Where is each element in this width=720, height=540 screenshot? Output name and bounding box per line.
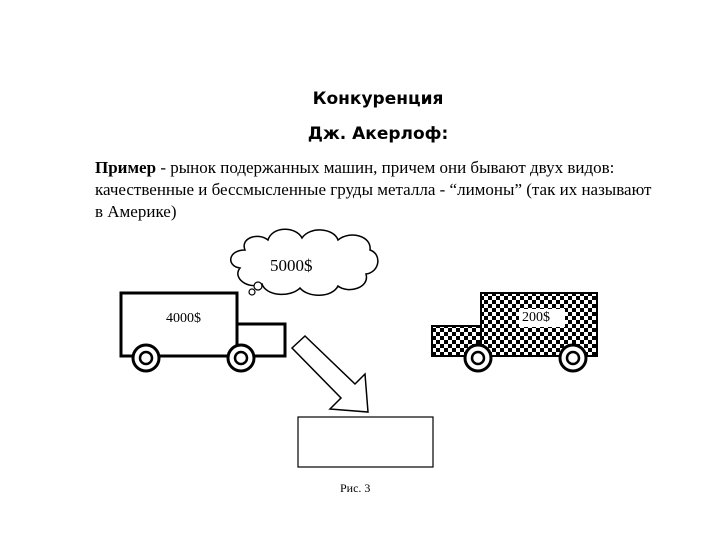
result-box xyxy=(297,416,434,468)
cloud-price-label: 5000$ xyxy=(270,256,313,275)
lemon-price-backdrop xyxy=(519,309,565,327)
good-truck-front-wheel xyxy=(226,343,256,373)
slide-title: Конкуренция xyxy=(312,89,444,109)
good-truck xyxy=(119,291,287,373)
lemon-truck-front-wheel xyxy=(463,343,493,373)
lemon-car-price-label: 200$ xyxy=(522,310,550,325)
good-car-price-label: 4000$ xyxy=(166,311,201,326)
slide-subtitle: Дж. Акерлоф: xyxy=(307,124,449,144)
arrow xyxy=(290,334,369,413)
example-lead: Пример xyxy=(95,158,157,177)
lemon-truck xyxy=(431,292,598,373)
example-text: - рынок подержанных машин, причем они бы… xyxy=(95,158,652,221)
thought-bubble-tiny xyxy=(248,288,256,296)
thought-bubble-small xyxy=(253,281,263,291)
good-truck-rear-wheel xyxy=(131,343,161,373)
figure-caption: Рис. 3 xyxy=(340,481,371,495)
thought-cloud xyxy=(230,228,379,296)
example-paragraph: Пример - рынок подержанных машин, причем… xyxy=(95,157,655,223)
lemon-truck-rear-wheel xyxy=(558,343,588,373)
